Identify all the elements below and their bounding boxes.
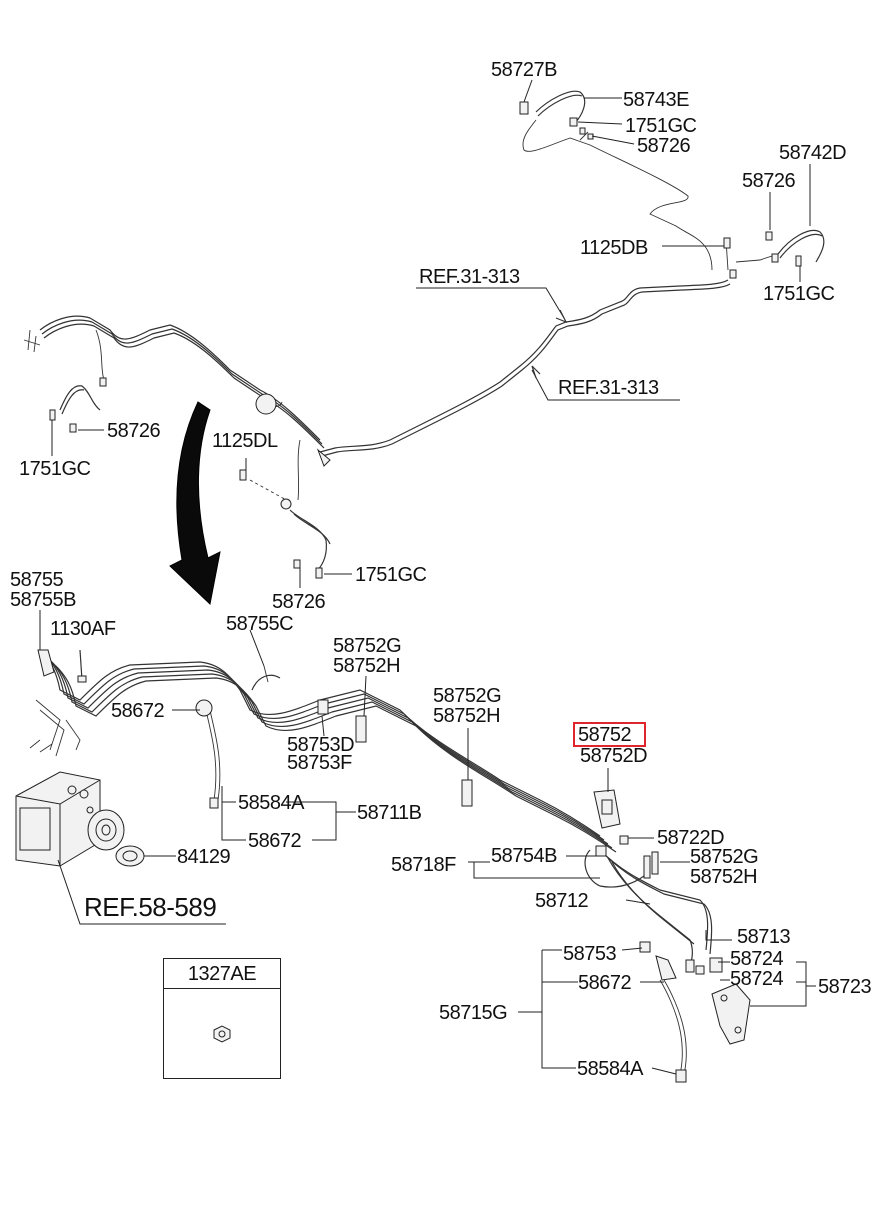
lower-leaders bbox=[39, 610, 816, 1075]
part-label-58753d: 58753D bbox=[287, 734, 355, 756]
part-label-58752h-b: 58752H bbox=[433, 705, 501, 727]
part-label-1125db: 1125DB bbox=[580, 237, 648, 259]
part-label-58722d: 58722D bbox=[657, 827, 725, 849]
part-label-1130af: 1130AF bbox=[50, 618, 116, 640]
part-label-1327ae: 1327AE bbox=[187, 963, 257, 985]
part-label-58753f: 58753F bbox=[287, 752, 352, 774]
bolt-part-box: 1327AE bbox=[163, 958, 281, 1079]
part-label-1751gc-c: 1751GC bbox=[19, 458, 91, 480]
part-label-58715g: 58715G bbox=[439, 1002, 508, 1024]
part-label-58727b: 58727B bbox=[491, 59, 557, 81]
reference-31-313-lower: REF.31-313 bbox=[558, 377, 659, 399]
part-label-58726-a: 58726 bbox=[637, 135, 691, 157]
upper-fittings bbox=[49, 101, 802, 579]
part-label-84129: 84129 bbox=[177, 846, 231, 868]
part-label-1751gc-d: 1751GC bbox=[355, 564, 427, 586]
part-label-1751gc-a: 1751GC bbox=[625, 115, 697, 137]
direction-arrow bbox=[169, 401, 221, 605]
part-label-58752g-b: 58752G bbox=[433, 685, 502, 707]
upper-leaders bbox=[51, 79, 811, 588]
part-label-1125dl: 1125DL bbox=[212, 430, 278, 452]
lower-brake-lines bbox=[29, 649, 751, 1083]
part-label-58726-b: 58726 bbox=[742, 170, 796, 192]
part-label-58742d: 58742D bbox=[779, 142, 847, 164]
reference-58-589: REF.58-589 bbox=[84, 892, 217, 922]
part-label-58726-c: 58726 bbox=[107, 420, 161, 442]
part-label-58718f: 58718F bbox=[391, 854, 456, 876]
part-label-58724-b: 58724 bbox=[730, 968, 784, 990]
bolt-part-box-title: 1327AE bbox=[164, 959, 280, 989]
part-label-58752h-c: 58752H bbox=[690, 866, 758, 888]
part-label-58752g-a: 58752G bbox=[333, 635, 402, 657]
part-label-58723: 58723 bbox=[818, 976, 872, 998]
part-label-58726-d: 58726 bbox=[272, 591, 326, 613]
upper-brake-lines bbox=[23, 90, 825, 573]
highlight-box-58752[interactable] bbox=[573, 722, 646, 747]
part-label-58713: 58713 bbox=[737, 926, 791, 948]
part-label-58752h-a: 58752H bbox=[333, 655, 401, 677]
part-label-58755c: 58755C bbox=[226, 613, 294, 635]
part-label-58672-a: 58672 bbox=[111, 700, 165, 722]
part-label-58753: 58753 bbox=[563, 943, 617, 965]
part-label-58711b: 58711B bbox=[357, 802, 422, 824]
part-label-58752d: 58752D bbox=[580, 745, 648, 767]
part-label-1751gc-b: 1751GC bbox=[763, 283, 835, 305]
part-label-58672-c: 58672 bbox=[578, 972, 632, 994]
abs-hydraulic-unit bbox=[15, 771, 145, 867]
reference-31-313-upper: REF.31-313 bbox=[419, 266, 520, 288]
part-label-58752-highlighted[interactable]: 58752 bbox=[578, 724, 632, 746]
part-label-58672-b: 58672 bbox=[248, 830, 302, 852]
bolt-1327ae-icon bbox=[213, 1025, 231, 1043]
part-label-58755b: 58755B bbox=[10, 589, 76, 611]
part-label-58752g-c: 58752G bbox=[690, 846, 759, 868]
part-label-58743e: 58743E bbox=[623, 89, 689, 111]
part-label-58712: 58712 bbox=[535, 890, 589, 912]
part-label-58584a-a: 58584A bbox=[238, 792, 304, 814]
part-label-58755: 58755 bbox=[10, 569, 64, 591]
part-label-58584a-b: 58584A bbox=[577, 1058, 643, 1080]
part-label-58724-a: 58724 bbox=[730, 948, 784, 970]
part-label-58754b: 58754B bbox=[491, 845, 557, 867]
